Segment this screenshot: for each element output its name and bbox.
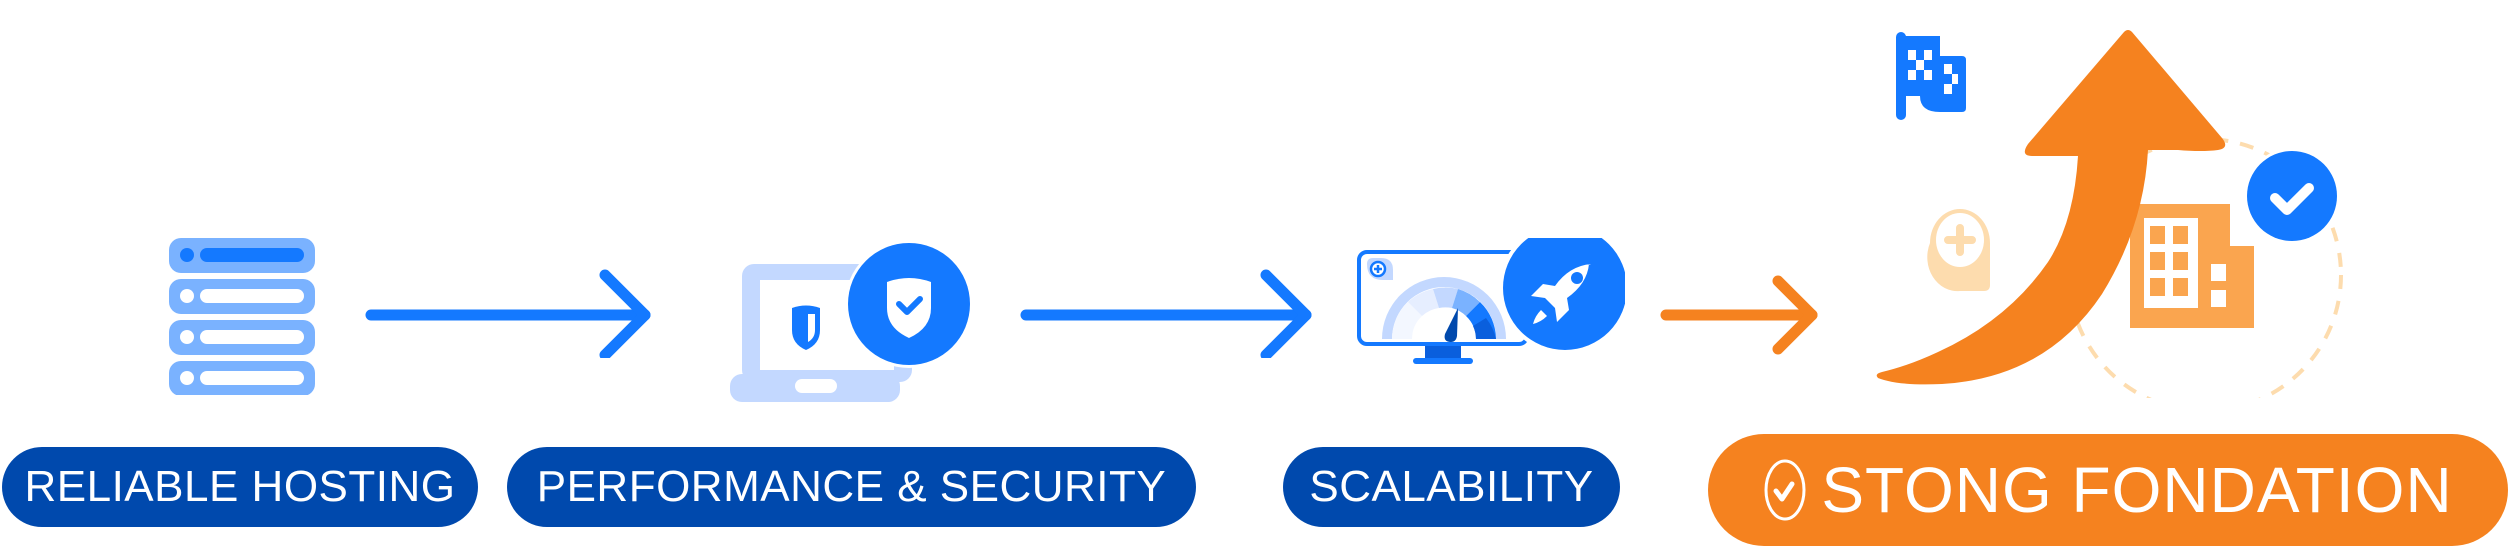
check-circle-icon — [1763, 458, 1807, 522]
growth-arrow-building-icon — [1870, 28, 2390, 398]
step-label-performance-security: PERFORMANCE & SECURITY — [507, 447, 1196, 527]
server-stack-icon — [166, 235, 316, 395]
step-label-text: STONG FONDATION — [1821, 454, 2453, 526]
connector-arrow-3 — [1660, 262, 1820, 358]
step-label-text: PERFORMANCE & SECURITY — [536, 462, 1167, 511]
step-label-strong-foundation: STONG FONDATION — [1708, 434, 2508, 546]
plus-pin-icon — [1927, 209, 1990, 292]
monitor-speedometer-rocket-icon — [1355, 238, 1625, 398]
building-icon — [2130, 204, 2254, 328]
step-label-reliable-hosting: RELIABLE HOSTING — [2, 447, 478, 527]
step-label-scalability: SCALABILITY — [1283, 447, 1620, 527]
step-label-text: RELIABLE HOSTING — [24, 462, 456, 511]
connector-arrow-2 — [1020, 262, 1320, 358]
step-label-text: SCALABILITY — [1309, 462, 1594, 511]
checkered-flag-icon — [1896, 32, 1966, 120]
connector-arrow-1 — [365, 262, 655, 358]
laptop-shield-icon — [730, 236, 1030, 406]
